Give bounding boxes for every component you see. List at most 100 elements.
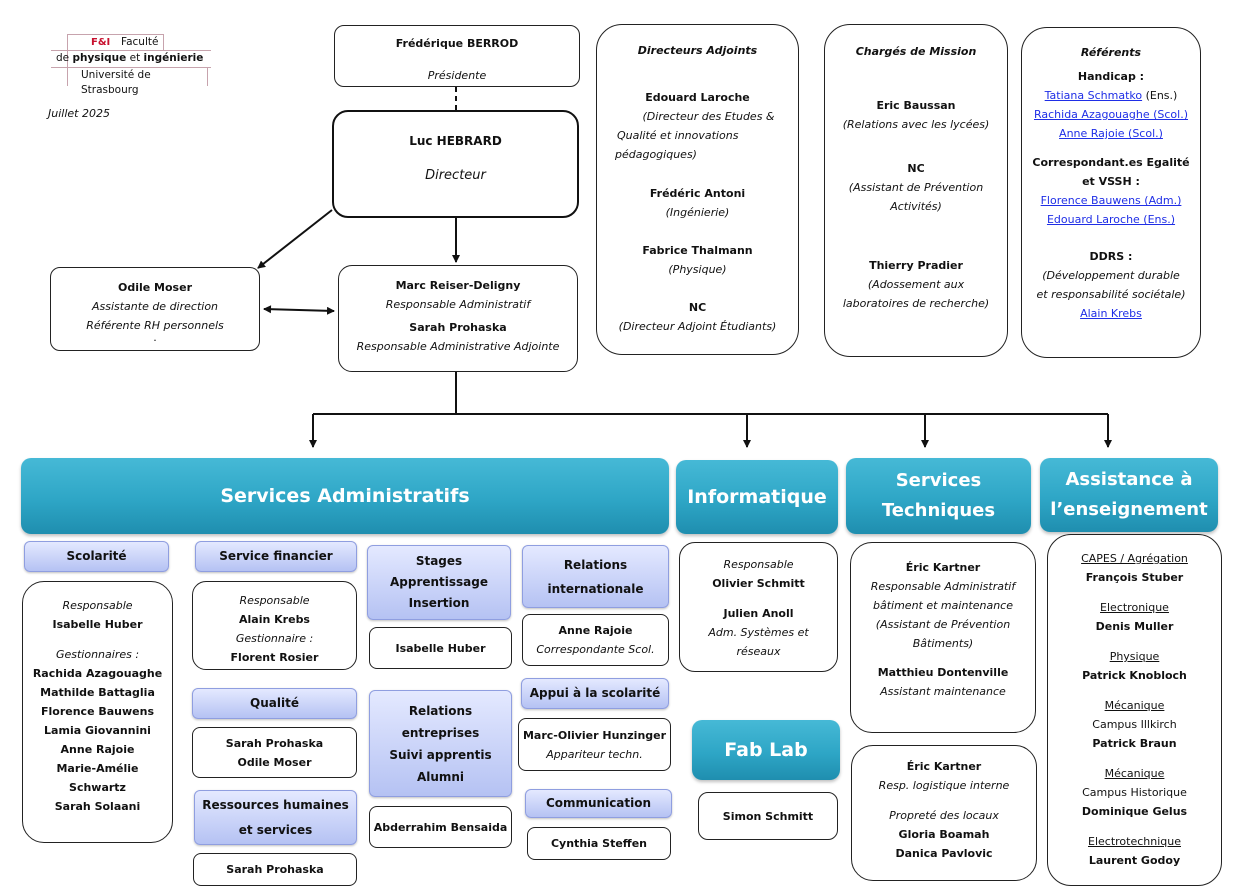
cm-nc-name: NC xyxy=(907,162,925,175)
label-appui-scolarite: Appui à la scolarité xyxy=(521,678,669,709)
fablab-name-1: Simon Schmitt xyxy=(722,809,814,823)
assist-name-gelus: Dominique Gelus xyxy=(1081,805,1188,818)
comm-box: Cynthia Steffen xyxy=(527,827,671,860)
rh-name-1: Sarah Prohaska xyxy=(226,863,324,876)
scolarite-member-3: Florence Bauwens xyxy=(40,705,154,718)
ref-link-bauwens[interactable]: Florence Bauwens (Adm.) xyxy=(1040,194,1182,207)
ref-ddrs-a: (Développement durable xyxy=(1042,269,1180,282)
ref-link-schmatko[interactable]: Tatiana Schmatko xyxy=(1044,89,1143,102)
tech1-role-1b: bâtiment et maintenance xyxy=(873,599,1013,612)
assist-cat-mecanique-1: Mécanique xyxy=(1104,699,1165,712)
ref-egalite-label-b: et VSSH : xyxy=(1082,175,1140,188)
scolarite-member-6: Marie-Amélie xyxy=(56,762,139,775)
directeurs-adjoints-box: Directeurs Adjoints Edouard Laroche (Dir… xyxy=(596,24,799,355)
comm-name-1: Cynthia Steffen xyxy=(550,837,648,850)
tech1-name-2: Matthieu Dontenville xyxy=(877,666,1009,679)
ref-link-krebs[interactable]: Alain Krebs xyxy=(1080,307,1142,320)
cm-eric-name: Eric Baussan xyxy=(876,99,956,112)
scolarite-member-4: Lamia Giovannini xyxy=(44,724,151,737)
logo-line2: de physique et ingénierie xyxy=(56,52,204,64)
ref-ddrs-b: et responsabilité sociétale) xyxy=(1036,288,1186,301)
informatique-box: Responsable Olivier Schmitt Julien Anoll… xyxy=(679,542,838,672)
assist-cat-electrotechnique: Electrotechnique xyxy=(1088,835,1181,848)
ref-handicap-label: Handicap : xyxy=(1077,70,1145,83)
assist-cat-physique: Physique xyxy=(1109,650,1160,663)
assist-name-stuber: François Stuber xyxy=(1085,571,1184,584)
tech2-name-2: Gloria Boamah xyxy=(898,828,990,841)
qualite-name-2: Odile Moser xyxy=(237,755,312,769)
tech1-name-1: Éric Kartner xyxy=(905,561,981,574)
presidente-box: Frédérique BERROD Présidente xyxy=(334,25,580,87)
assist-site-historique: Campus Historique xyxy=(1082,786,1187,799)
scolarite-member-1: Rachida Azagouaghe xyxy=(32,667,163,680)
technique-box-1: Éric Kartner Responsable Administratif b… xyxy=(850,542,1036,733)
da-edouard-role-c: pédagogiques) xyxy=(615,148,697,161)
directeur-box: Luc HEBRARD Directeur xyxy=(332,110,579,218)
tech1-role-1d: Bâtiments) xyxy=(912,637,974,650)
directeurs-adjoints-title: Directeurs Adjoints xyxy=(637,44,758,57)
da-edouard-role-a: (Directeur des Etudes & xyxy=(642,110,775,123)
logo-line1: Faculté xyxy=(121,36,159,48)
assist-name-braun: Patrick Braun xyxy=(1092,737,1177,750)
faculty-logo: F&I Faculté de physique et ingénierie Un… xyxy=(51,34,211,96)
label-communication: Communication xyxy=(525,789,672,818)
assist-site-illkirch: Campus Illkirch xyxy=(1092,718,1177,731)
assistante-box: Odile Moser Assistante de direction Réfé… xyxy=(50,267,260,351)
cm-nc-role-b: Activités) xyxy=(890,200,942,213)
scolarite-member-8: Sarah Solaani xyxy=(54,800,141,813)
assistante-extra: . xyxy=(153,331,157,344)
da-frederic-name: Frédéric Antoni xyxy=(649,187,746,200)
fablab-box: Simon Schmitt xyxy=(698,792,838,840)
dept-services-administratifs: Services Administratifs xyxy=(21,458,669,534)
financier-resp-label: Responsable xyxy=(239,594,310,607)
financier-box: Responsable Alain Krebs Gestionnaire : F… xyxy=(192,581,357,670)
dept-fablab: Fab Lab xyxy=(692,720,840,780)
da-nc-role: (Directeur Adjoint Étudiants) xyxy=(618,320,777,333)
label-service-financier: Service financier xyxy=(195,541,357,572)
logo-line3: Université de Strasbourg xyxy=(81,69,151,96)
admin-name2: Sarah Prohaska xyxy=(409,321,507,334)
financier-gest-name: Florent Rosier xyxy=(230,651,319,664)
arrow-assistante-admin xyxy=(263,305,335,315)
scolarite-member-5: Anne Rajoie xyxy=(60,743,135,756)
assistance-box: CAPES / Agrégation François Stuber Elect… xyxy=(1047,534,1222,886)
tech1-role-1c: (Assistant de Prévention xyxy=(875,618,1011,631)
cm-thierry-name: Thierry Pradier xyxy=(869,259,963,272)
assistante-role1: Assistante de direction xyxy=(91,300,219,313)
rh-box: Sarah Prohaska xyxy=(193,853,357,886)
tech2-role-1: Resp. logistique interne xyxy=(878,779,1010,792)
arrow-directeur-assistante xyxy=(257,209,333,269)
ref-link-rajoie[interactable]: Anne Rajoie (Scol.) xyxy=(1059,127,1163,140)
financier-resp-name: Alain Krebs xyxy=(239,613,310,626)
ref-egalite-label-a: Correspondant.es Egalité xyxy=(1032,156,1190,169)
assist-cat-mecanique-2: Mécanique xyxy=(1104,767,1165,780)
logo-mark: F&I xyxy=(91,37,111,48)
info-name-2: Julien Anoll xyxy=(723,607,794,620)
admin-role1: Responsable Administratif xyxy=(385,298,531,311)
assistante-name: Odile Moser xyxy=(118,281,192,294)
scolarite-member-2: Mathilde Battaglia xyxy=(40,686,155,699)
relent-name-1: Abderrahim Bensaida xyxy=(373,820,508,834)
label-qualite: Qualité xyxy=(192,688,357,719)
appui-name-1: Marc-Olivier Hunzinger xyxy=(522,728,667,742)
da-frederic-role: (Ingénierie) xyxy=(665,206,730,219)
assist-cat-electronique: Electronique xyxy=(1100,601,1169,614)
ref-handicap-1: Tatiana Schmatko (Ens.) xyxy=(1044,89,1178,102)
ref-link-laroche[interactable]: Edouard Laroche (Ens.) xyxy=(1046,213,1176,226)
da-fabrice-role: (Physique) xyxy=(668,263,727,276)
label-scolarite: Scolarité xyxy=(24,541,169,572)
charges-mission-box: Chargés de Mission Eric Baussan (Relatio… xyxy=(824,24,1008,357)
cm-nc-role-a: (Assistant de Prévention xyxy=(848,181,984,194)
tech2-role-2: Propreté des locaux xyxy=(889,809,999,822)
tech1-role-2: Assistant maintenance xyxy=(880,685,1006,698)
tech2-name-1: Éric Kartner xyxy=(906,760,982,773)
ref-link-azagouaghe[interactable]: Rachida Azagouaghe (Scol.) xyxy=(1033,108,1189,121)
cm-thierry-role-b: laboratoires de recherche) xyxy=(842,297,990,310)
scolarite-box: Responsable Isabelle Huber Gestionnaires… xyxy=(22,581,173,843)
admin-name1: Marc Reiser-Deligny xyxy=(395,279,521,292)
